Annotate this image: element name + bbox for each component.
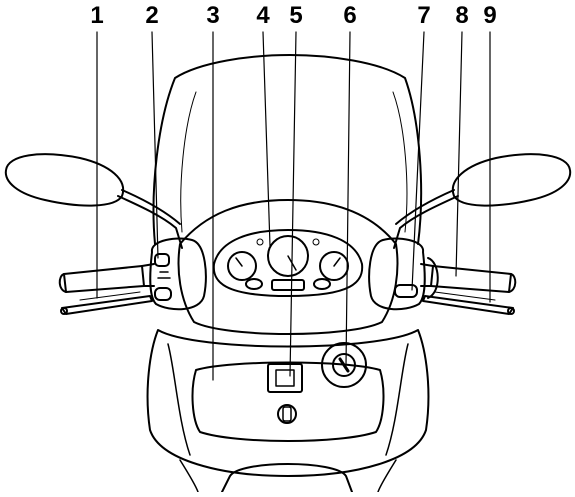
callout-label-9: 9: [483, 2, 497, 29]
front-shield: [146, 329, 430, 477]
temp-gauge: [319, 251, 349, 281]
right-brake-lever: [422, 295, 514, 315]
windshield: [152, 54, 423, 245]
right-switch-housing: [368, 237, 426, 311]
callout-label-6: 6: [343, 2, 357, 29]
windshield-inner-edge: [180, 91, 197, 233]
left-mirror: [4, 153, 125, 207]
right-mirror-stem: [393, 195, 459, 249]
left-mirror-stem: [117, 195, 183, 249]
front-fender: [221, 463, 353, 493]
callout-label-8: 8: [455, 2, 469, 29]
speedometer: [267, 235, 309, 277]
glove-compartment: [191, 361, 385, 442]
callout-label-5: 5: [289, 2, 303, 29]
fuel-gauge: [227, 251, 257, 281]
left-brake-lever: [61, 295, 153, 315]
callout-label-3: 3: [206, 2, 220, 29]
callout-label-4: 4: [256, 2, 270, 29]
handlebar-cover: [177, 199, 399, 335]
left-grip: [63, 265, 145, 293]
callout-label-7: 7: [417, 2, 431, 29]
callout-label-1: 1: [90, 2, 104, 29]
right-mirror: [451, 153, 572, 207]
ignition-switch: [321, 342, 367, 388]
left-switch-housing: [149, 237, 207, 311]
instrument-panel: [212, 229, 364, 297]
rear-switch: [267, 363, 303, 393]
right-grip: [430, 265, 512, 293]
callout-label-2: 2: [145, 2, 159, 29]
compartment-lock: [277, 404, 297, 424]
